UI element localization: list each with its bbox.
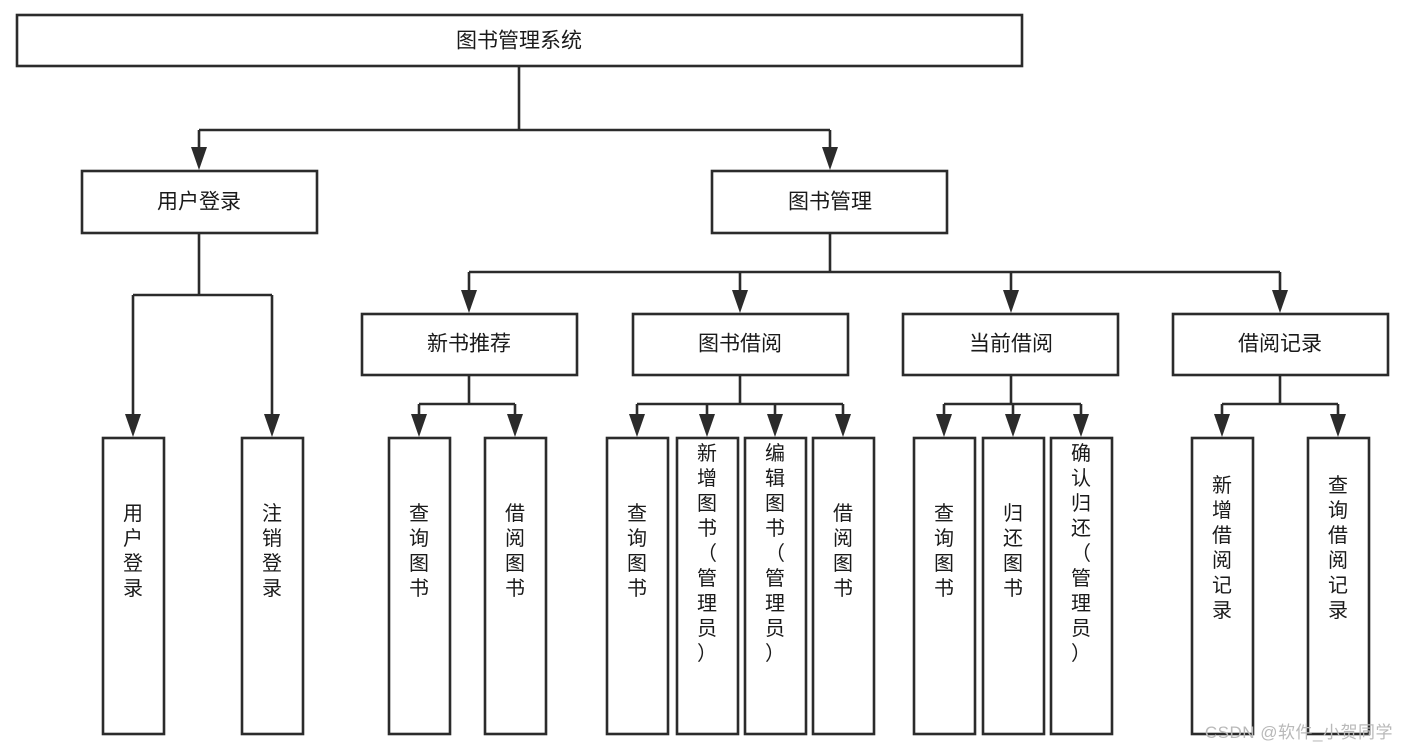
node-book-borrow-label: 图书借阅: [698, 333, 782, 356]
node-leaf-add-book-label: 新增图书（管理员）: [697, 442, 717, 665]
node-new-book-recommend[interactable]: 新书推荐: [360, 312, 579, 377]
arrowhead-leaf-confirm-return: [1073, 414, 1089, 437]
node-borrow-record-box[interactable]: [1171, 312, 1390, 377]
node-leaf-return-book[interactable]: 归还图书: [981, 436, 1046, 736]
node-root-label: 图书管理系统: [456, 30, 582, 53]
node-book-management-label: 图书管理: [788, 191, 872, 214]
node-book-borrow-box[interactable]: [631, 312, 850, 377]
arrowhead-book-borrow: [732, 290, 748, 313]
node-leaf-query-book-2[interactable]: 查询图书: [605, 436, 670, 736]
node-leaf-query-book-1-label: 查询图书: [409, 502, 429, 600]
node-leaf-query-book-2-box[interactable]: [605, 436, 670, 736]
node-root-box[interactable]: [15, 13, 1024, 68]
node-leaf-user-login-label: 用户登录: [123, 503, 143, 600]
node-leaf-add-record-label: 新增借阅记录: [1212, 474, 1232, 622]
node-leaf-return-book-label: 归还图书: [1003, 502, 1023, 600]
arrowhead-leaf-borrow-book-2: [835, 414, 851, 437]
node-leaf-add-book[interactable]: 新增图书（管理员）: [675, 436, 740, 736]
node-new-book-recommend-label: 新书推荐: [427, 333, 511, 356]
node-leaf-add-book-box[interactable]: [675, 436, 740, 736]
arrowhead-leaf-logout: [264, 414, 280, 437]
node-leaf-borrow-book-2[interactable]: 借阅图书: [811, 436, 876, 736]
node-user-login-label: 用户登录: [157, 191, 241, 214]
node-leaf-logout-box[interactable]: [240, 436, 305, 736]
node-leaf-confirm-return-box[interactable]: [1049, 436, 1114, 736]
node-leaf-borrow-book-1-box[interactable]: [483, 436, 548, 736]
node-leaf-borrow-book-2-box[interactable]: [811, 436, 876, 736]
node-leaf-query-book-1[interactable]: 查询图书: [387, 436, 452, 736]
arrowhead-leaf-edit-book: [767, 414, 783, 437]
connector-layer: [125, 66, 1346, 437]
node-leaf-edit-book-box[interactable]: [743, 436, 808, 736]
node-leaf-query-book-2-label: 查询图书: [627, 502, 647, 600]
node-book-management-box[interactable]: [710, 169, 949, 235]
node-borrow-record[interactable]: 借阅记录: [1171, 312, 1390, 377]
node-borrow-record-label: 借阅记录: [1238, 333, 1322, 356]
node-user-login-box[interactable]: [80, 169, 319, 235]
node-leaf-query-book-3-box[interactable]: [912, 436, 977, 736]
node-leaf-borrow-book-2-label: 借阅图书: [833, 502, 853, 600]
arrowhead-leaf-query-book-3: [936, 414, 952, 437]
node-leaf-user-login[interactable]: 用户登录: [101, 436, 166, 736]
node-leaf-user-login-box[interactable]: [101, 436, 166, 736]
node-leaf-query-book-1-box[interactable]: [387, 436, 452, 736]
arrowhead-leaf-query-book-1: [411, 414, 427, 437]
arrowhead-new-book-recommend: [461, 290, 477, 313]
arrowhead-leaf-user-login: [125, 414, 141, 437]
arrowhead-leaf-add-book: [699, 414, 715, 437]
node-user-login[interactable]: 用户登录: [80, 169, 319, 235]
node-leaf-edit-book[interactable]: 编辑图书（管理员）: [743, 436, 808, 736]
node-current-borrow-label: 当前借阅: [969, 333, 1053, 356]
node-current-borrow-box[interactable]: [901, 312, 1120, 377]
node-leaf-confirm-return[interactable]: 确认归还（管理员）: [1049, 436, 1114, 736]
node-book-borrow[interactable]: 图书借阅: [631, 312, 850, 377]
node-current-borrow[interactable]: 当前借阅: [901, 312, 1120, 377]
node-leaf-add-record[interactable]: 新增借阅记录: [1190, 436, 1255, 736]
node-leaf-return-book-box[interactable]: [981, 436, 1046, 736]
node-leaf-logout[interactable]: 注销登录: [240, 436, 305, 736]
node-leaf-query-book-3[interactable]: 查询图书: [912, 436, 977, 736]
node-leaf-confirm-return-label: 确认归还（管理员）: [1071, 442, 1091, 665]
arrowhead-book-management: [822, 147, 838, 170]
node-leaf-borrow-book-1[interactable]: 借阅图书: [483, 436, 548, 736]
node-leaf-query-book-3-label: 查询图书: [934, 502, 954, 600]
csdn-watermark: CSDN @软件_小贺同学: [1204, 723, 1393, 742]
node-leaf-edit-book-label: 编辑图书（管理员）: [765, 442, 785, 665]
arrowhead-user-login: [191, 147, 207, 170]
arrowhead-leaf-query-book-2: [629, 414, 645, 437]
arrowhead-leaf-query-record: [1330, 414, 1346, 437]
node-leaf-query-record-label: 查询借阅记录: [1328, 474, 1348, 622]
arrowhead-borrow-record: [1272, 290, 1288, 313]
node-new-book-recommend-box[interactable]: [360, 312, 579, 377]
arrowhead-current-borrow: [1003, 290, 1019, 313]
node-leaf-query-record[interactable]: 查询借阅记录: [1306, 436, 1371, 736]
arrowhead-leaf-borrow-book-1: [507, 414, 523, 437]
node-leaf-add-record-box[interactable]: [1190, 436, 1255, 736]
arrowhead-leaf-return-book: [1005, 414, 1021, 437]
node-leaf-borrow-book-1-label: 借阅图书: [505, 502, 525, 600]
node-leaf-logout-label: 注销登录: [262, 502, 282, 600]
node-book-management[interactable]: 图书管理: [710, 169, 949, 235]
node-root[interactable]: 图书管理系统: [15, 13, 1024, 68]
arrowhead-leaf-add-record: [1214, 414, 1230, 437]
node-leaf-query-record-box[interactable]: [1306, 436, 1371, 736]
